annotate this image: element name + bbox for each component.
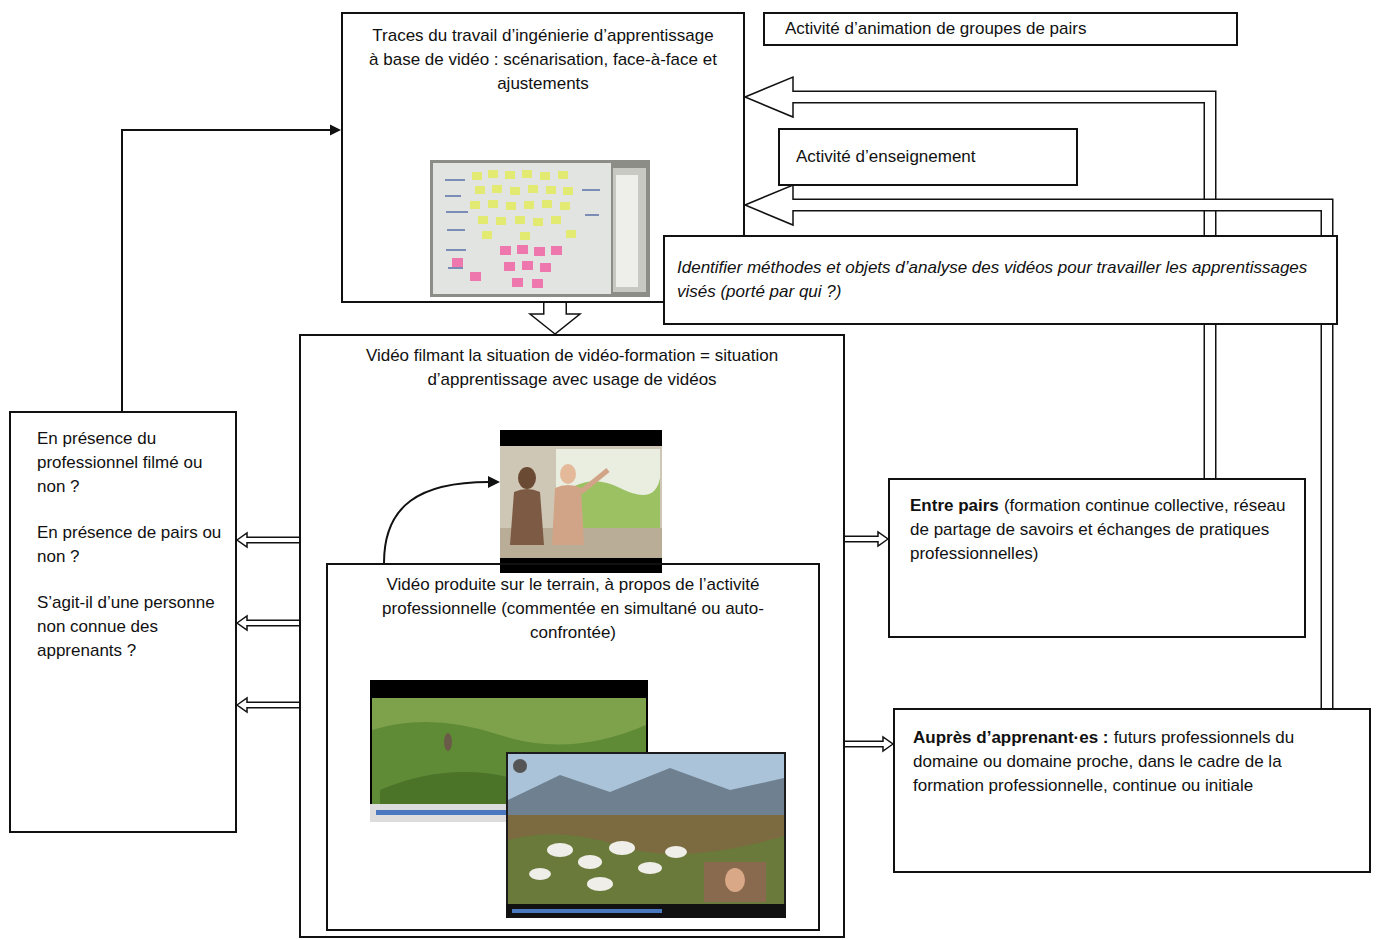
box-text: En présence du professionnel filmé ou no… — [37, 427, 227, 499]
arrow-shaft-inner — [845, 742, 886, 746]
audience-box: Auprès d’apprenant·es :futurs profession… — [893, 708, 1371, 873]
arrow-shaft-inner — [845, 537, 881, 541]
box-text: Identifier méthodes et objets d’analyse … — [677, 256, 1316, 304]
box-heading: Auprès d’apprenant·es : — [913, 728, 1109, 747]
arrow-shaft-inner — [244, 621, 299, 625]
video-box: Vidéo filmant la situation de vidéo-form… — [299, 334, 845, 938]
field-video — [506, 752, 786, 918]
arrow-head — [745, 185, 793, 225]
video-box: Vidéo produite sur le terrain, à propos … — [326, 563, 820, 931]
arrow-shaft-inner — [244, 703, 299, 707]
box-text: Activité d’animation de groupes de pairs — [785, 17, 1226, 41]
connector-arrow — [530, 303, 580, 334]
activity-box: Activité d’enseignement — [778, 128, 1078, 186]
box-heading: Entre pairs — [910, 496, 999, 515]
connector-arrow — [237, 698, 299, 712]
question-box: Identifier méthodes et objets d’analyse … — [663, 235, 1338, 325]
box-text: Activité d’enseignement — [796, 145, 1066, 169]
question-box: En présence du professionnel filmé ou no… — [9, 411, 237, 833]
connector-arrow — [237, 616, 299, 630]
whiteboard-photo — [430, 160, 650, 297]
box-text: Vidéo filmant la situation de vidéo-form… — [323, 344, 821, 392]
connector-arrow — [237, 533, 299, 547]
arrow-shaft-inner — [244, 538, 299, 542]
box-text: S’agit-il d’une personne non connue des … — [37, 591, 227, 663]
box-text: Traces du travail d’ingénierie d’apprent… — [367, 24, 719, 96]
arrow-shaft-inner — [545, 303, 566, 317]
audience-box: Entre pairs(formation continue collectiv… — [888, 478, 1306, 638]
connector-arrow — [845, 532, 888, 546]
pointer-arrow — [384, 476, 500, 563]
connector-arrow — [845, 737, 893, 751]
arrow-head — [745, 77, 793, 117]
box-text: En présence de pairs ou non ? — [37, 521, 227, 569]
session-photo — [500, 430, 662, 573]
activity-box: Activité d’animation de groupes de pairs — [763, 12, 1238, 46]
box-text: Vidéo produite sur le terrain, à propos … — [350, 573, 796, 645]
arrow-head — [330, 125, 341, 136]
connector-arrow — [122, 125, 341, 412]
